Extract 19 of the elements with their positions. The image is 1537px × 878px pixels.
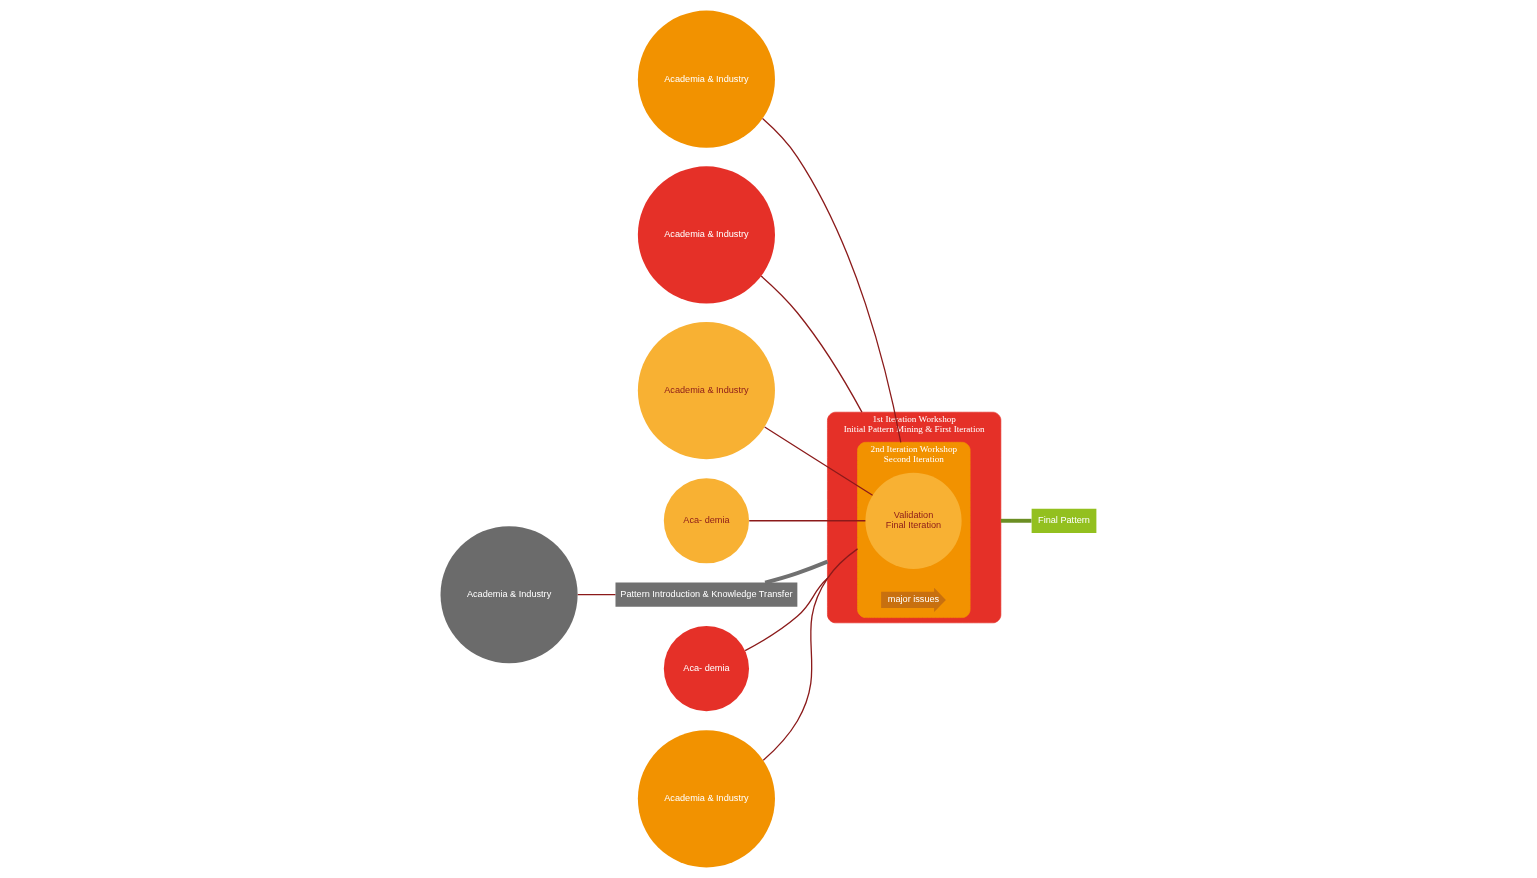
connector <box>764 426 874 496</box>
connector <box>1000 518 1032 523</box>
node-circle: Aca- demia <box>663 626 749 712</box>
connector <box>761 117 902 443</box>
connector <box>764 559 829 585</box>
node-circle: Academia & Industry <box>440 526 578 664</box>
connector <box>760 275 863 413</box>
connector <box>577 594 617 596</box>
node-circle: Academia & Industry <box>637 322 775 460</box>
node-circle: Academia & Industry <box>637 166 775 304</box>
connector <box>762 548 859 761</box>
node-circle: Aca- demia <box>663 478 749 564</box>
connector <box>744 577 829 652</box>
node-box: Pattern Introduction & Knowledge Transfer <box>615 582 798 607</box>
node-circle: Academia & Industry <box>637 730 775 868</box>
node-box: Final Pattern <box>1031 508 1097 533</box>
connector <box>748 520 867 522</box>
node-circle: Validation Final Iteration <box>865 472 962 569</box>
node-circle: Academia & Industry <box>637 10 775 148</box>
